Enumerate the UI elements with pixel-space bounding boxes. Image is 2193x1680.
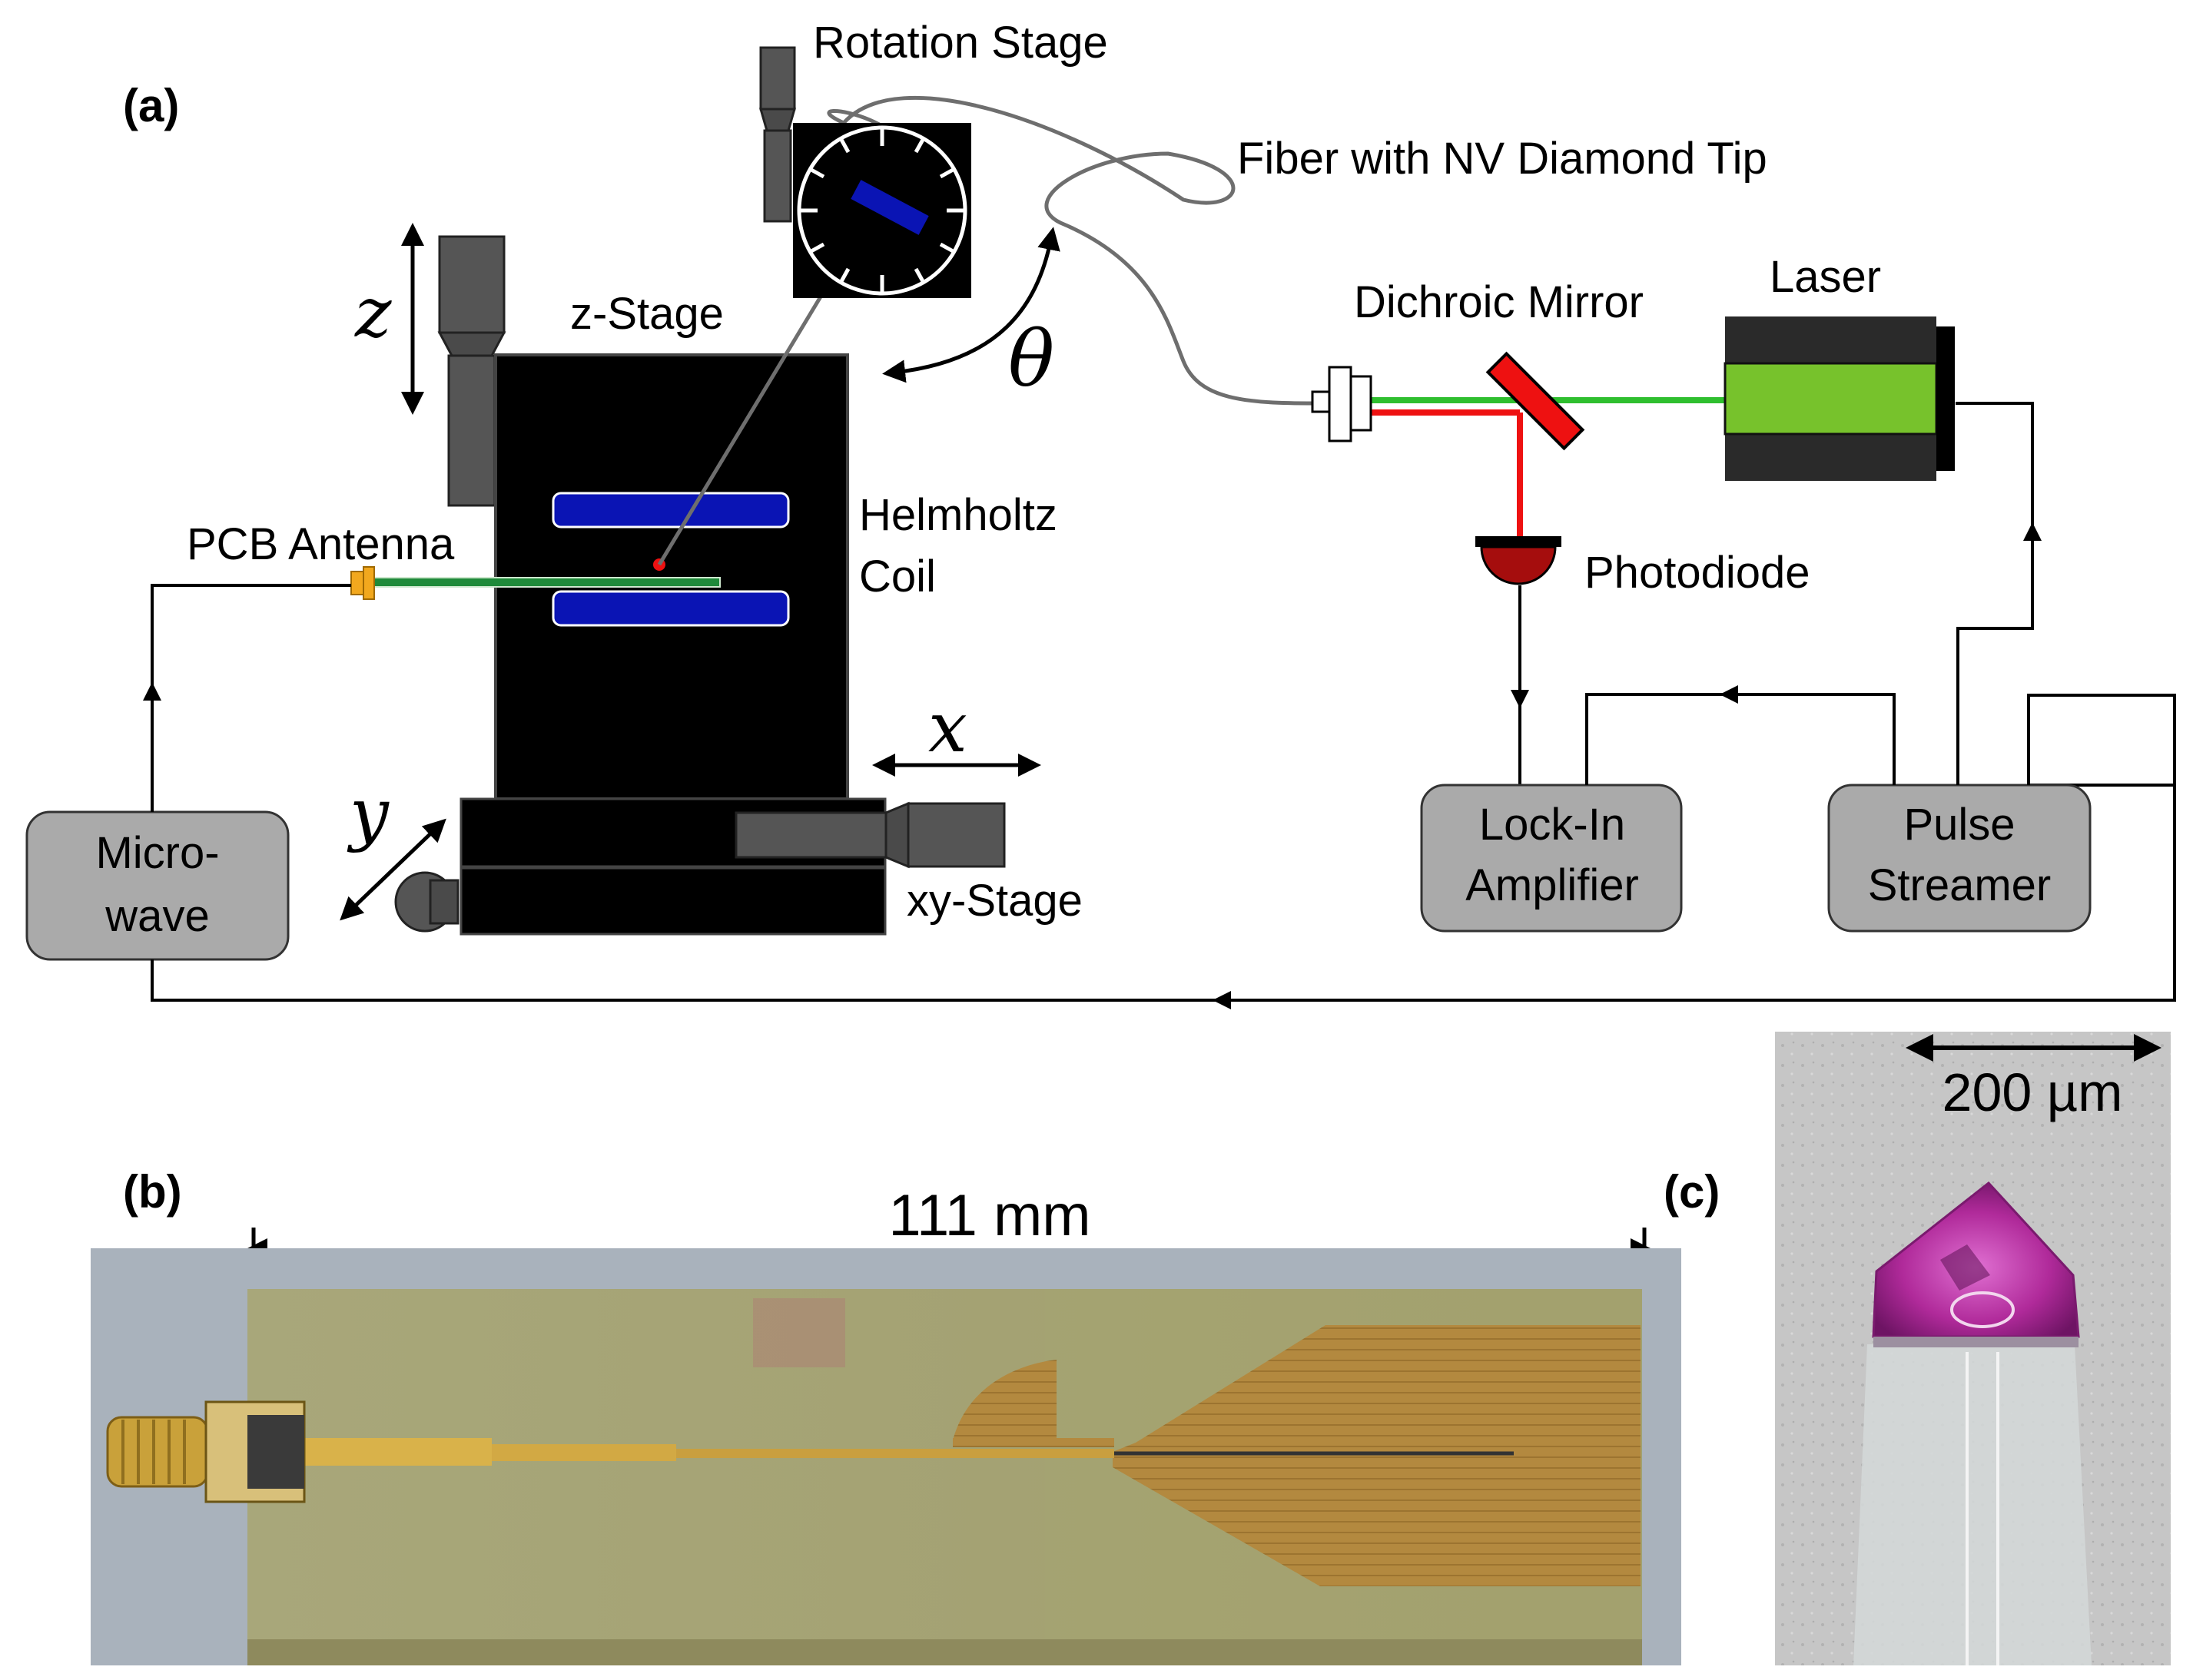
microwave-label-line1: Micro- — [95, 828, 219, 878]
rotation-stage-label: Rotation Stage — [813, 18, 1108, 68]
helmholtz-label-line1: Helmholtz — [859, 490, 1057, 540]
photodiode — [1475, 536, 1561, 585]
optical-fiber — [657, 95, 1315, 566]
wire-pulse-exit — [2027, 694, 2176, 785]
diamond-tip-photo — [1775, 1032, 2171, 1665]
x-axis-label: x — [928, 688, 967, 768]
photodiode-label: Photodiode — [1584, 548, 1810, 598]
theta-rotation-arrow — [882, 227, 1060, 383]
lockin-label-line1: Lock-In — [1479, 800, 1625, 850]
dichroic-mirror — [1485, 351, 1585, 451]
panel-label-c: (c) — [1664, 1166, 1720, 1218]
wire-pulse-to-lockin — [1585, 693, 1896, 785]
wire-microwave-to-antenna — [151, 584, 351, 812]
laser-unit — [1724, 316, 1955, 481]
helmholtz-coil-top — [552, 492, 790, 529]
rotation-stage — [759, 46, 971, 298]
pcb-antenna-label: PCB Antenna — [187, 519, 455, 569]
fiber-label: Fiber with NV Diamond Tip — [1237, 134, 1767, 184]
theta-label: θ — [1008, 314, 1054, 404]
helmholtz-coil-bottom — [552, 590, 790, 627]
pcb-photo — [91, 1248, 1681, 1665]
microwave-label-line2: wave — [105, 891, 209, 941]
xy-stage-label: xy-Stage — [907, 876, 1083, 926]
pulse-label-line2: Streamer — [1868, 860, 2052, 910]
helmholtz-label-line2: Coil — [859, 552, 936, 601]
sma-connector — [350, 566, 375, 600]
pcb-antenna-strip — [370, 577, 721, 588]
wire-pulse-to-laser — [1956, 402, 2034, 785]
laser-label: Laser — [1770, 252, 1881, 302]
panel-label-a: (a) — [123, 80, 179, 131]
y-axis-arrow — [340, 818, 446, 921]
panel-label-b: (b) — [123, 1166, 182, 1218]
xy-stage — [394, 797, 1006, 936]
lockin-label-line2: Amplifier — [1465, 860, 1639, 910]
wire-pulse-to-microwave — [151, 784, 2176, 1002]
microwave-box — [25, 810, 290, 961]
lockin-amplifier-box — [1420, 784, 1683, 933]
dichroic-mirror-label: Dichroic Mirror — [1354, 277, 1644, 327]
y-axis-label: y — [347, 774, 390, 854]
z-stage-actuator — [437, 235, 506, 507]
pcb-scale-label: 111 mm — [888, 1183, 1090, 1248]
z-stage-label: z-Stage — [570, 289, 724, 339]
tip-scale-label: 200 µm — [1943, 1062, 2123, 1122]
fiber-coupler — [1311, 366, 1372, 442]
z-axis-label: z — [354, 273, 392, 353]
pulse-label-line1: Pulse — [1903, 800, 2015, 850]
